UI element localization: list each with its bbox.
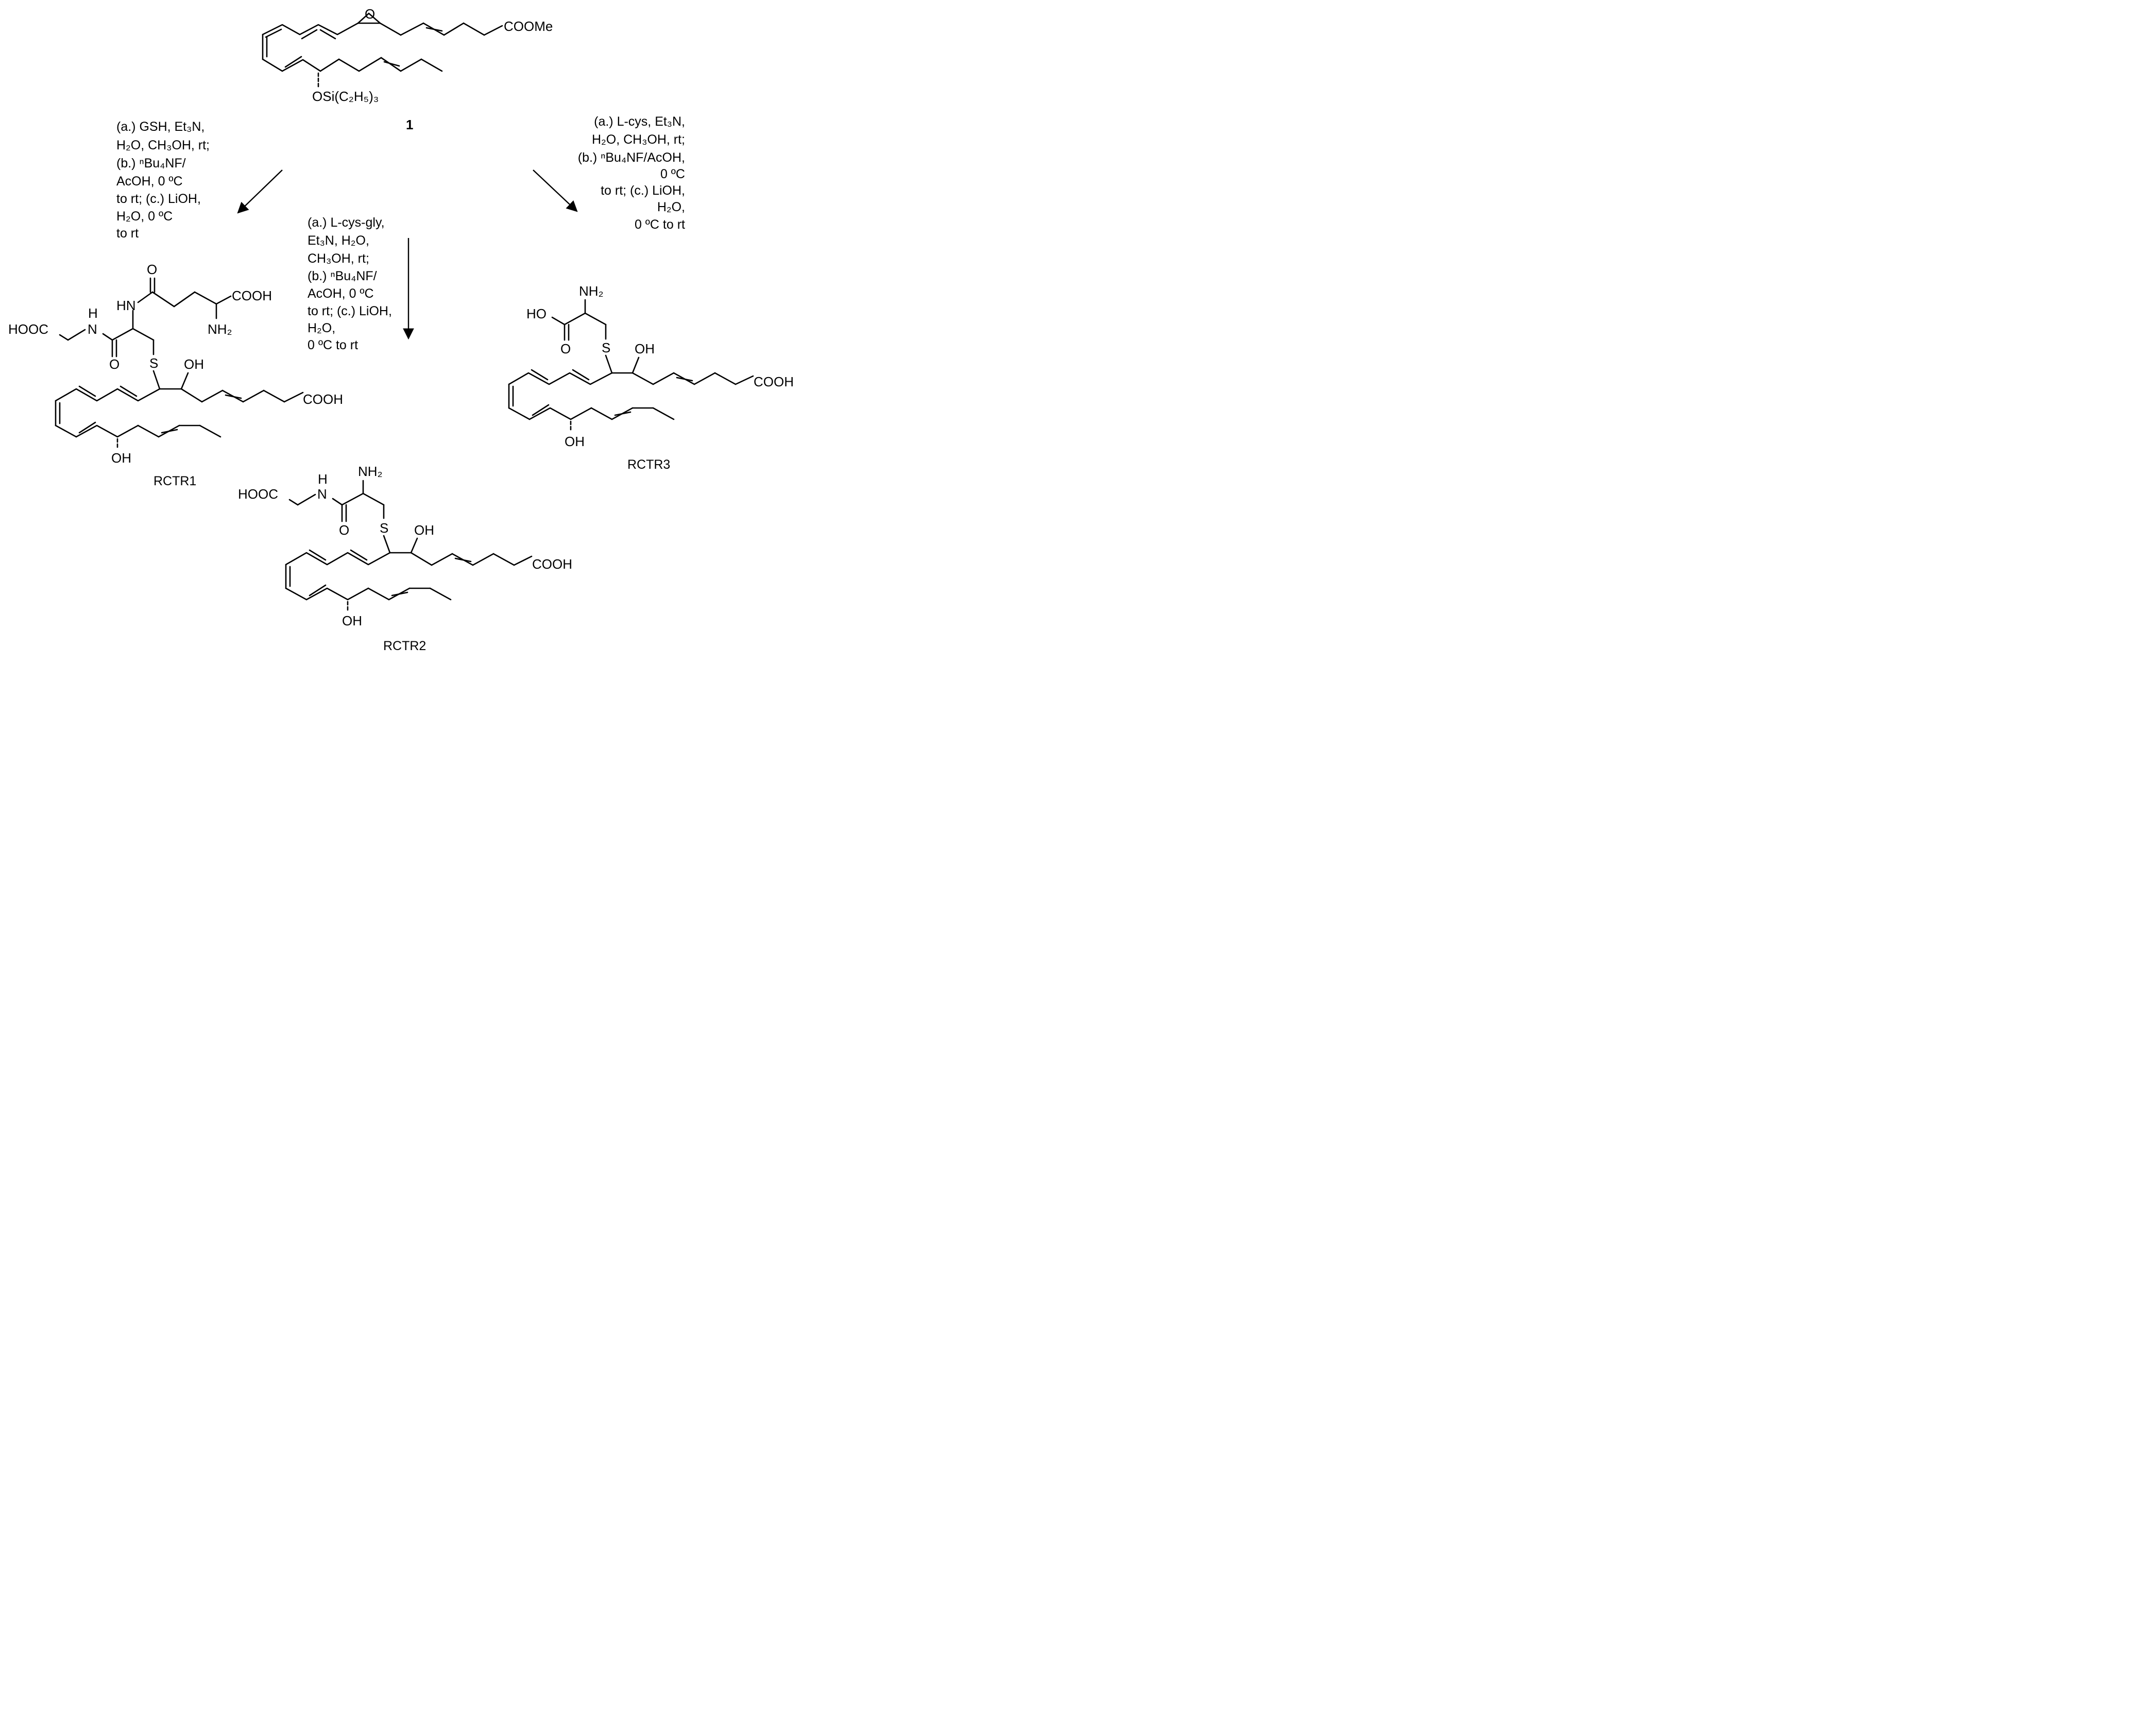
compound-1-skeleton bbox=[262, 12, 503, 88]
right-reaction-arrow bbox=[533, 169, 578, 212]
middle-condition-line: (a.) L-cys-gly, bbox=[308, 215, 385, 230]
rctr3-oh-bottom: OH bbox=[565, 434, 585, 449]
rctr3-s: S bbox=[602, 340, 610, 355]
compound-1-label: 1 bbox=[406, 117, 413, 132]
right-condition-line: 0 ºC bbox=[660, 167, 685, 181]
left-condition-line: to rt bbox=[116, 226, 139, 241]
left-condition-line: H₂O, CH₃OH, rt; bbox=[116, 138, 210, 152]
rctr1-name: RCTR1 bbox=[153, 474, 196, 488]
right-condition-line: to rt; (c.) LiOH, bbox=[601, 183, 685, 198]
left-route-conditions: (a.) GSH, Et₃N, H₂O, CH₃OH, rt; (b.) ⁿBu… bbox=[116, 120, 210, 241]
left-condition-line: AcOH, 0 ºC bbox=[116, 174, 183, 189]
rctr1-oh-bottom: OH bbox=[111, 450, 131, 466]
rctr1-skeleton bbox=[55, 277, 304, 448]
right-condition-line: (b.) ⁿBu₄NF/AcOH, bbox=[578, 150, 685, 165]
reaction-scheme: O COOMe OSi(C₂H₅)₃ 1 (a.) GSH, Et₃N, H₂O… bbox=[8, 6, 794, 653]
rctr1-h: H bbox=[88, 305, 98, 321]
rctr2-h: H bbox=[318, 471, 328, 487]
rctr2-amide-o: O bbox=[339, 522, 349, 538]
rctr1-n: N bbox=[88, 321, 97, 337]
rctr2-gly-acid: HOOC bbox=[238, 486, 278, 502]
rctr1-acid-chain: COOH bbox=[303, 392, 343, 407]
compound-1-epoxide-o: O bbox=[365, 6, 375, 22]
rctr3-oh-top: OH bbox=[635, 341, 655, 356]
rctr2-oh-bottom: OH bbox=[342, 613, 362, 628]
compound-1-ester: COOMe bbox=[504, 19, 553, 34]
rctr2-skeleton bbox=[285, 480, 533, 611]
rctr3-acid-o: O bbox=[560, 341, 571, 356]
rctr3-acid-chain: COOH bbox=[754, 374, 794, 389]
middle-condition-line: AcOH, 0 ºC bbox=[308, 286, 374, 301]
rctr1-hn: HN bbox=[116, 298, 136, 313]
rctr2-s: S bbox=[380, 520, 388, 536]
rctr1-acid-top: COOH bbox=[232, 288, 272, 303]
left-condition-line: (b.) ⁿBu₄NF/ bbox=[116, 156, 186, 171]
middle-condition-line: 0 ºC to rt bbox=[308, 338, 358, 352]
middle-route-conditions: (a.) L-cys-gly, Et₃N, H₂O, CH₃OH, rt; (b… bbox=[308, 215, 392, 352]
rctr2-name: RCTR2 bbox=[383, 639, 426, 653]
rctr1-nh2: NH₂ bbox=[208, 321, 232, 337]
compound-1-protecting-group: OSi(C₂H₅)₃ bbox=[312, 89, 379, 104]
middle-condition-line: (b.) ⁿBu₄NF/ bbox=[308, 269, 377, 283]
left-reaction-arrow bbox=[237, 169, 283, 214]
rctr3-name: RCTR3 bbox=[627, 457, 670, 472]
rctr3-ho: HO bbox=[526, 306, 547, 321]
left-condition-line: H₂O, 0 ºC bbox=[116, 209, 173, 224]
rctr1-amide-o: O bbox=[109, 356, 120, 372]
rctr3-nh2: NH₂ bbox=[579, 283, 604, 299]
rctr1-oh-top: OH bbox=[184, 356, 204, 372]
right-route-conditions: (a.) L-cys, Et₃N, H₂O, CH₃OH, rt; (b.) ⁿ… bbox=[578, 114, 685, 232]
rctr1-s: S bbox=[149, 355, 158, 371]
rctr2-oh-top: OH bbox=[414, 522, 434, 538]
middle-condition-line: H₂O, bbox=[308, 321, 335, 335]
rctr3-skeleton bbox=[508, 299, 754, 431]
rctr1-carbonyl-o: O bbox=[147, 262, 157, 277]
rctr3-structure: NH₂ HO O S OH COOH OH RCTR3 bbox=[508, 283, 794, 472]
right-condition-line: H₂O, bbox=[657, 200, 685, 214]
right-condition-line: H₂O, CH₃OH, rt; bbox=[592, 132, 685, 147]
rctr1-structure: O COOH HN H HOOC N NH₂ O S OH COOH OH RC… bbox=[8, 262, 343, 488]
rctr2-nh2: NH₂ bbox=[358, 464, 383, 479]
rctr2-acid-chain: COOH bbox=[532, 556, 572, 572]
rctr2-n: N bbox=[317, 486, 327, 502]
middle-condition-line: to rt; (c.) LiOH, bbox=[308, 304, 392, 318]
right-condition-line: (a.) L-cys, Et₃N, bbox=[594, 114, 685, 129]
middle-condition-line: CH₃OH, rt; bbox=[308, 251, 369, 266]
compound-1: O COOMe OSi(C₂H₅)₃ 1 bbox=[262, 6, 553, 132]
rctr1-gly-acid: HOOC bbox=[8, 321, 48, 337]
middle-condition-line: Et₃N, H₂O, bbox=[308, 233, 369, 248]
rctr2-structure: NH₂ H HOOC N O S OH COOH OH RCTR2 bbox=[238, 464, 572, 653]
left-condition-line: (a.) GSH, Et₃N, bbox=[116, 120, 204, 134]
left-condition-line: to rt; (c.) LiOH, bbox=[116, 192, 201, 206]
right-condition-line: 0 ºC to rt bbox=[635, 217, 685, 232]
